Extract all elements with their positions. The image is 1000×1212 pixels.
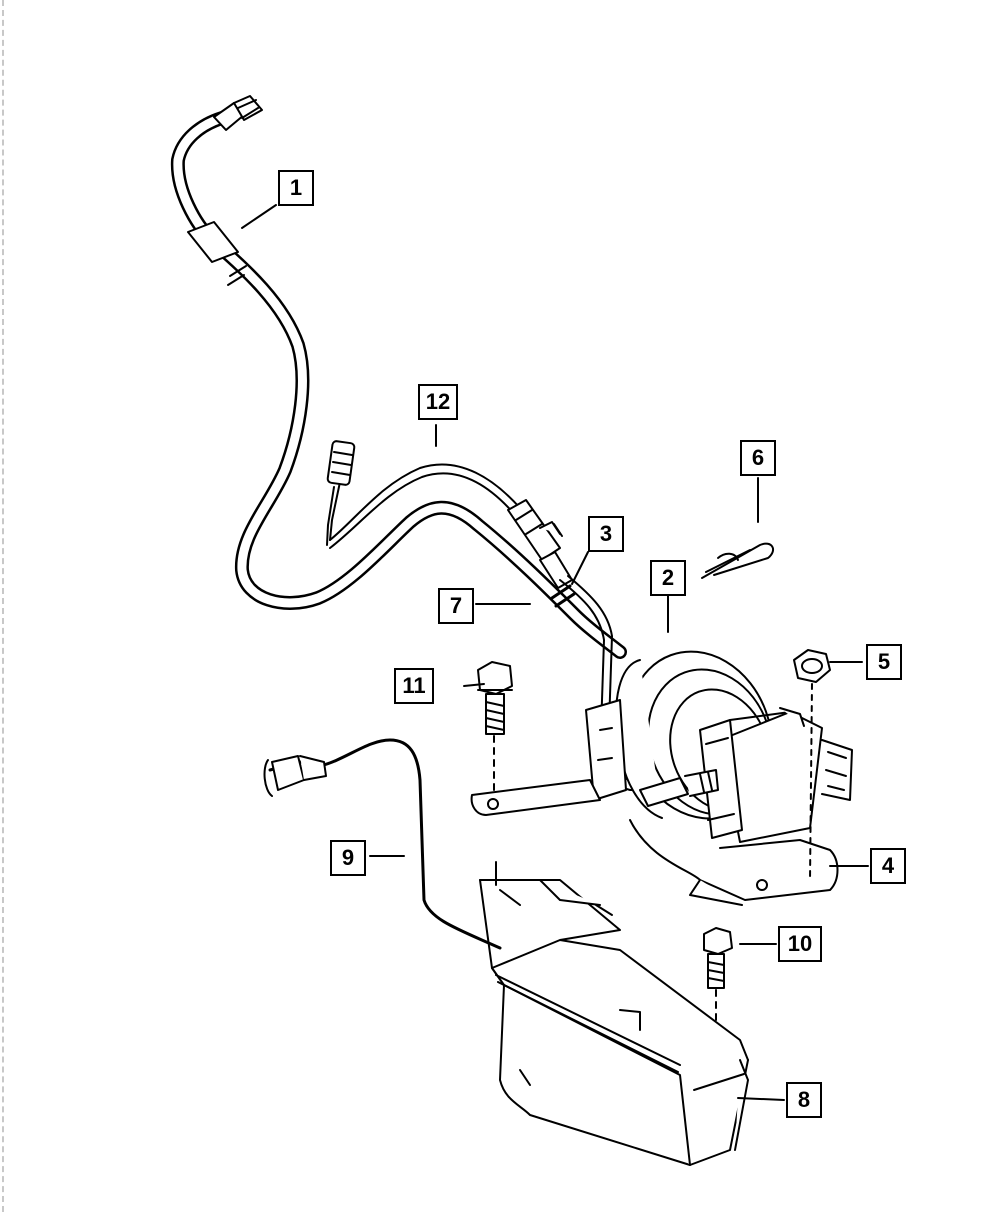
leader-lines [241,204,869,1101]
hose-end-fitting [213,95,263,131]
callout-4: 4 [870,848,906,884]
callout-8: 8 [786,1082,822,1118]
bolt-11 [477,661,513,791]
sensor-cable [263,738,502,950]
callout-10: 10 [778,926,822,962]
page-edge-line [2,0,4,1212]
callout-11: 11 [394,668,434,704]
control-module [479,861,749,1166]
nut [793,649,831,881]
callout-7: 7 [438,588,474,624]
mounting-bracket [470,779,839,906]
callout-6: 6 [740,440,776,476]
callout-2: 2 [650,560,686,596]
callout-12: 12 [418,384,458,420]
bolt-10 [703,927,733,1041]
callout-9: 9 [330,840,366,876]
callout-1: 1 [278,170,314,206]
wiring-harness [326,463,521,549]
callout-3: 3 [588,516,624,552]
servo-assembly [585,650,853,843]
callout-5: 5 [866,644,902,680]
vacuum-hose [170,111,627,659]
harness-connector-left [326,440,356,486]
cable-tie [550,584,576,608]
clip-pin [701,542,775,579]
